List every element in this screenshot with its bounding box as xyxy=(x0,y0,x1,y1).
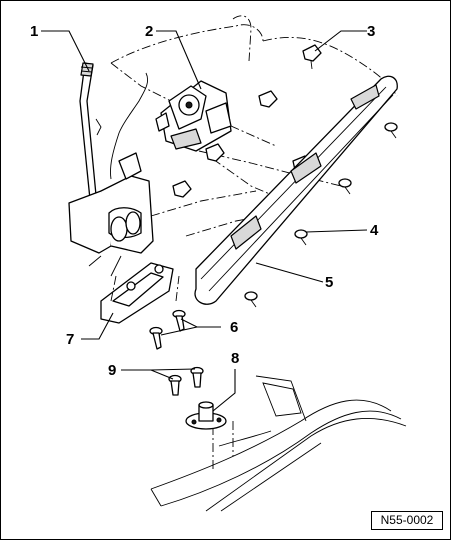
clip-middle xyxy=(205,143,225,162)
callout-6: 6 xyxy=(230,319,238,336)
screw-part-9-right xyxy=(190,366,204,388)
mount-bracket xyxy=(100,262,174,324)
screw-b xyxy=(338,178,352,195)
clip-upper xyxy=(258,90,278,108)
screw-part-6-left xyxy=(149,326,163,350)
striker-plate xyxy=(185,401,227,430)
release-mechanism xyxy=(68,72,154,277)
screw-part-6-right xyxy=(172,309,186,332)
callout-8: 8 xyxy=(231,350,239,367)
callout-9: 9 xyxy=(108,362,116,379)
figure-reference-code: N55-0002 xyxy=(371,511,443,530)
callout-5: 5 xyxy=(325,274,333,291)
callout-3: 3 xyxy=(367,23,375,40)
lock-latch xyxy=(155,80,232,152)
callout-1: 1 xyxy=(30,23,38,40)
screw-a xyxy=(384,122,398,139)
clip-lower xyxy=(172,180,192,198)
clip-part-3 xyxy=(302,44,322,70)
trim-strip xyxy=(194,75,398,305)
alignment-lines-lower xyxy=(110,275,234,471)
callout-7: 7 xyxy=(66,331,74,348)
callout-4: 4 xyxy=(370,222,379,239)
body-panel xyxy=(150,375,407,512)
screw-part-4 xyxy=(294,229,308,246)
leader-lines xyxy=(41,30,368,412)
screw-c xyxy=(244,291,258,308)
screw-part-9-left xyxy=(168,374,182,396)
callout-2: 2 xyxy=(145,23,153,40)
